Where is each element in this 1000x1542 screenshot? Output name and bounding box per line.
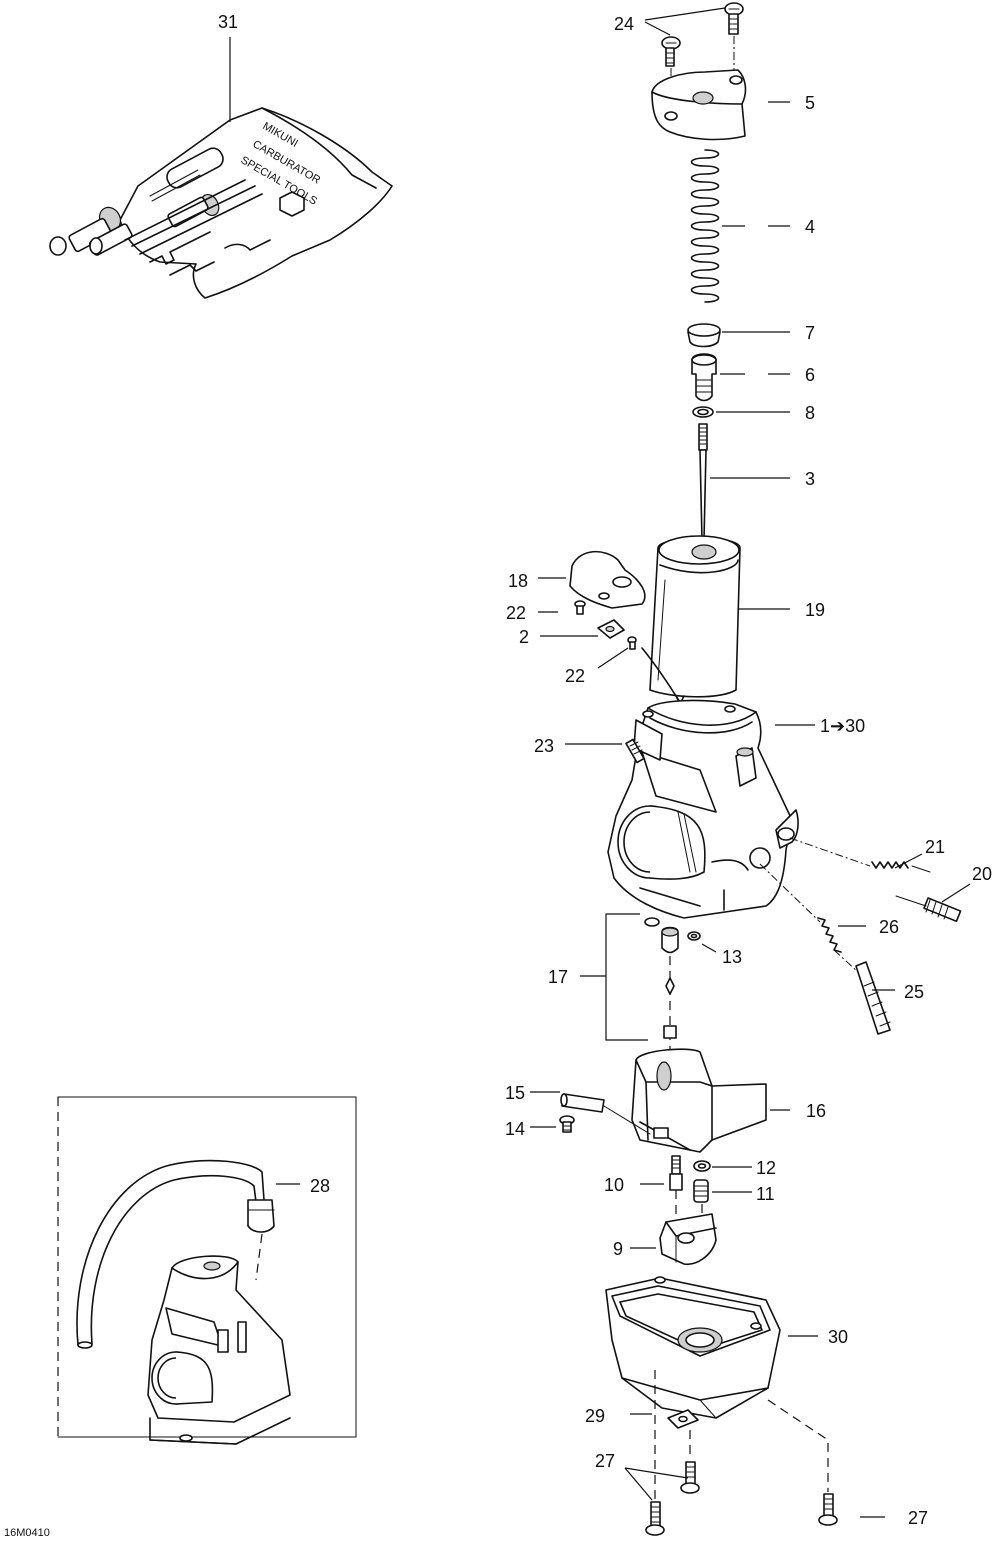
cap-5: [651, 69, 747, 141]
screw-22-lower: [627, 636, 637, 650]
callout-25: 25: [904, 982, 924, 1002]
screw-27-a: [680, 1461, 700, 1494]
spring-26: [817, 917, 859, 973]
callout-22-lower: 22: [565, 666, 585, 686]
callout-11: 11: [756, 1184, 775, 1204]
float-16: [631, 1048, 767, 1153]
callout-16: 16: [806, 1101, 826, 1121]
callout-22-upper: 22: [506, 603, 526, 623]
idle-screw-25: [855, 961, 891, 1035]
callout-17: 17: [548, 967, 568, 987]
washer-12: [693, 1160, 711, 1172]
callout-8: 8: [805, 403, 815, 423]
float-bowl-30: [605, 1276, 781, 1419]
pin-15: [560, 1093, 651, 1135]
callout-19: 19: [805, 600, 825, 620]
callout-21: 21: [925, 837, 945, 857]
callout-23: 23: [534, 736, 554, 756]
spring-4: [690, 149, 720, 303]
callout-28: 28: [310, 1176, 330, 1196]
callout-18: 18: [508, 571, 528, 591]
callout-15: 15: [505, 1083, 525, 1103]
callout-27-right: 27: [908, 1508, 928, 1528]
fitting-23: [625, 738, 645, 764]
baffle-9: [659, 1213, 717, 1265]
callout-20: 20: [972, 864, 992, 884]
carburetor-body-1-30: [607, 699, 799, 919]
screw-27-c: [818, 1493, 838, 1526]
callout-14: 14: [505, 1119, 525, 1139]
washer-13: [687, 931, 701, 941]
callout-10: 10: [604, 1175, 624, 1195]
jet-11: [693, 1179, 709, 1222]
tool-kit-31: MIKUNI CARBURATOR SPECIAL TOOLS: [49, 107, 393, 299]
screw-14: [559, 1115, 575, 1133]
needle-valve-17: [644, 917, 679, 1080]
main-jet-10: [669, 1155, 683, 1226]
callout-29: 29: [585, 1406, 605, 1426]
callout-30: 30: [828, 1327, 848, 1347]
callout-31: 31: [218, 12, 238, 32]
callout-6: 6: [805, 365, 815, 385]
air-screw-20: [895, 895, 962, 923]
screw-24-left: [661, 36, 681, 67]
callout-5: 5: [805, 93, 815, 113]
jet-needle-3: [698, 423, 708, 541]
callout-13: 13: [722, 947, 742, 967]
callout-26: 26: [879, 917, 899, 937]
inset-28: [57, 1096, 357, 1445]
spring-21: [871, 861, 931, 873]
screw-22-upper: [574, 600, 586, 615]
callout-4: 4: [805, 217, 815, 237]
screw-24-right: [724, 2, 744, 35]
needle-holder-6: [691, 353, 717, 402]
plate-29: [667, 1409, 699, 1456]
callout-24: 24: [614, 14, 634, 34]
callout-1-30: 1➔30: [820, 716, 865, 736]
callout-9: 9: [613, 1239, 623, 1259]
callout-3: 3: [805, 469, 815, 489]
reference-code: 16M0410: [4, 1527, 50, 1539]
throttle-slide-19: [649, 535, 741, 698]
plate-2: [597, 619, 625, 639]
cable-bracket-18: [569, 550, 646, 609]
screw-27-b: [645, 1501, 665, 1536]
callout-7: 7: [805, 323, 815, 343]
seat-7: [687, 323, 721, 348]
callout-27-left: 27: [595, 1451, 615, 1471]
clip-8: [692, 406, 714, 418]
callout-12: 12: [756, 1158, 776, 1178]
callout-2: 2: [519, 627, 529, 647]
